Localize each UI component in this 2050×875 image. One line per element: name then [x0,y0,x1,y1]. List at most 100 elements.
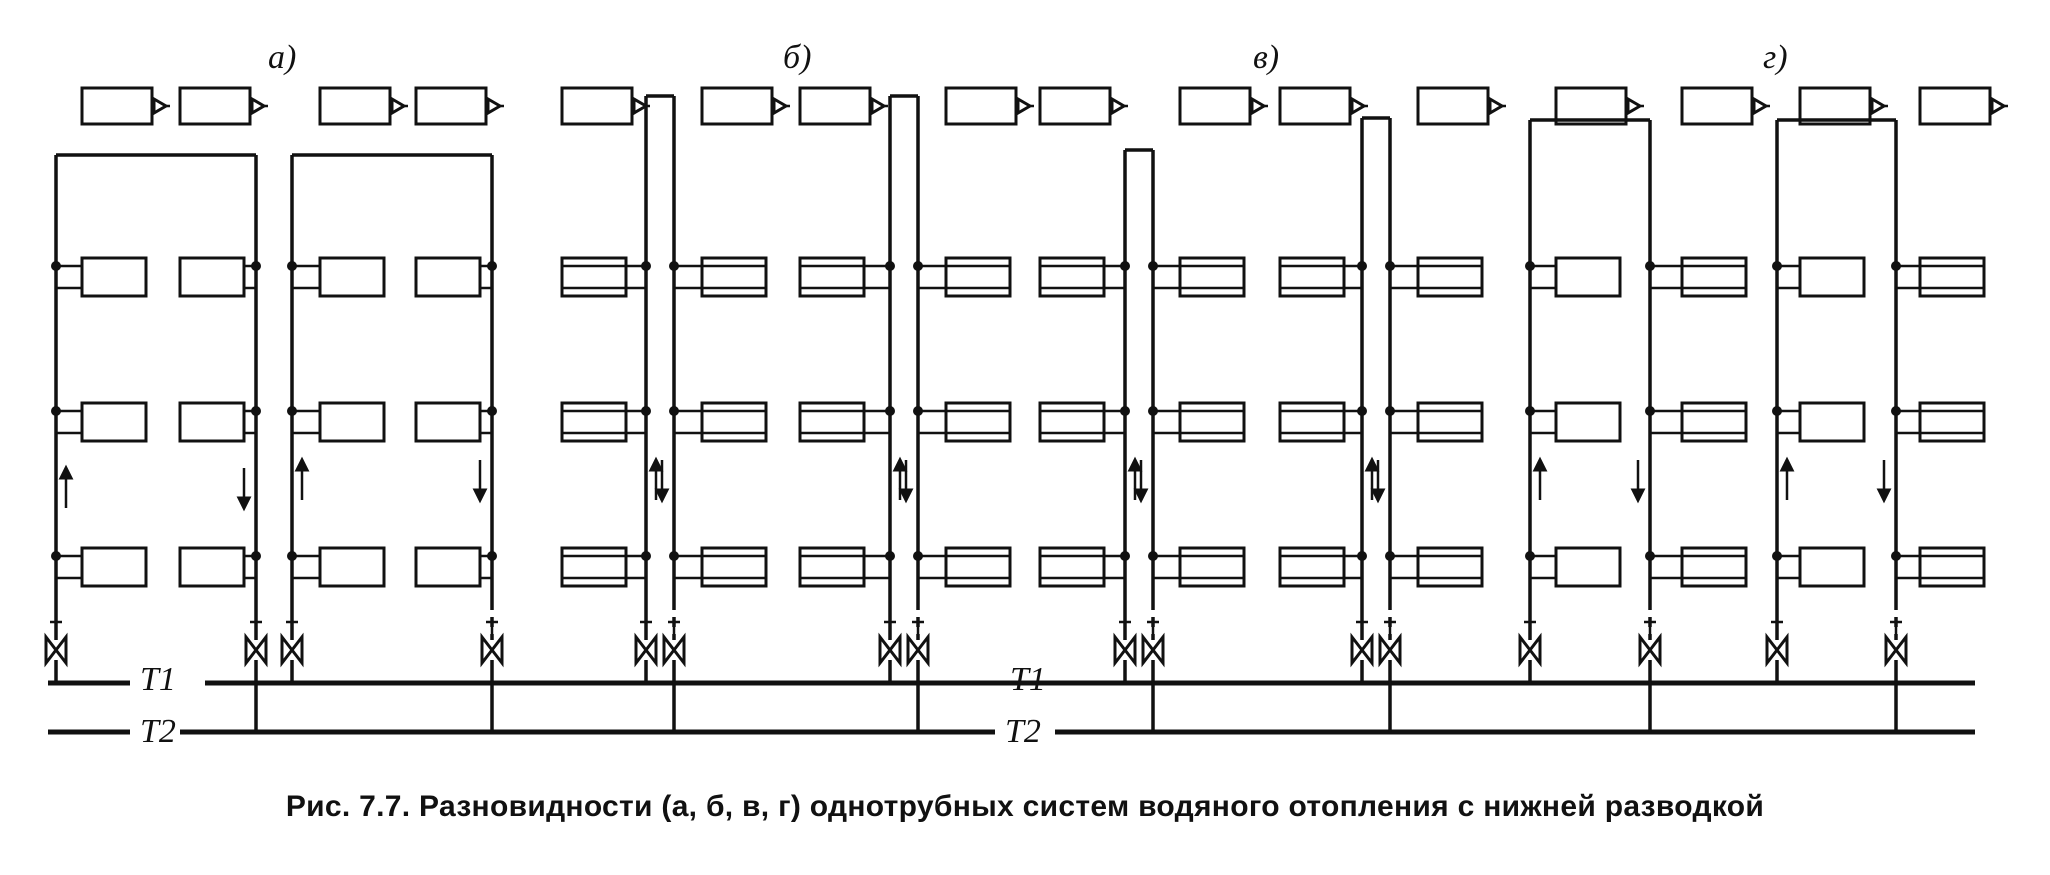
flow-arrow-up-icon [648,456,664,472]
flow-arrow-down-icon [1370,488,1386,504]
radiator [560,401,628,443]
radiator [1278,401,1346,443]
radiator [80,401,148,443]
gate-valve-icon [662,632,686,668]
valve-node [641,261,651,271]
air-vent-icon [1752,96,1769,116]
gate-valve-icon [1638,632,1662,668]
gate-valve-icon [280,632,304,668]
radiator [1416,546,1484,588]
valve-node [1120,406,1130,416]
valve-node [1891,406,1901,416]
radiator [1178,546,1246,588]
radiator [1918,546,1986,588]
radiator [700,256,768,298]
radiator [1680,256,1748,298]
radiator [318,256,386,298]
valve-node [51,261,61,271]
valve-node [1645,406,1655,416]
valve-node [913,406,923,416]
valve-node [1120,551,1130,561]
gate-valve-icon [1350,632,1374,668]
return-main-label-b: T2 [1005,713,1041,750]
radiator [700,401,768,443]
valve-node [251,261,261,271]
flow-arrow-up-icon [294,456,310,472]
radiator [1680,401,1748,443]
radiator [1554,401,1622,443]
top-radiator [798,86,872,126]
radiator [1038,401,1106,443]
valve-node [669,406,679,416]
radiator [1798,256,1866,298]
valve-node [1891,551,1901,561]
flow-arrow-down-icon [1630,488,1646,504]
radiator [1798,546,1866,588]
radiator [944,546,1012,588]
top-radiator [1278,86,1352,126]
air-vent-icon [1626,96,1643,116]
radiator [1038,546,1106,588]
valve-node [669,551,679,561]
radiator [178,401,246,443]
supply-main-label-v: T1 [1010,661,1046,698]
gate-valve-icon [44,632,68,668]
top-radiator [944,86,1018,126]
valve-node [1148,406,1158,416]
supply-main-label-a: T1 [140,661,176,698]
valve-node [1357,406,1367,416]
valve-node [885,551,895,561]
flow-arrow-up-icon [1364,456,1380,472]
flow-arrow-down-icon [654,488,670,504]
valve-node [487,261,497,271]
gate-valve-icon [1518,632,1542,668]
variant-label-v: в) [1253,39,1279,76]
valve-node [287,261,297,271]
radiator [944,401,1012,443]
flow-arrow-up-icon [58,464,74,480]
radiator [798,256,866,298]
gate-valve-icon [244,632,268,668]
top-radiator [80,86,154,126]
radiator [700,546,768,588]
valve-node [1891,261,1901,271]
top-radiator [1680,86,1754,126]
valve-node [669,261,679,271]
valve-node [1525,406,1535,416]
flow-arrow-down-icon [236,496,252,512]
radiator [798,401,866,443]
valve-node [487,406,497,416]
air-vent-icon [870,96,887,116]
radiator [178,546,246,588]
valve-node [1645,261,1655,271]
valve-node [1385,551,1395,561]
valve-node [913,551,923,561]
radiator [1038,256,1106,298]
flow-arrow-up-icon [1127,456,1143,472]
air-vent-icon [1350,96,1367,116]
valve-node [1385,261,1395,271]
radiator [414,256,482,298]
flow-arrow-down-icon [472,488,488,504]
radiator [318,546,386,588]
gate-valve-icon [480,632,504,668]
valve-node [1385,406,1395,416]
flow-arrow-up-icon [1532,456,1548,472]
valve-node [1772,406,1782,416]
radiator [1798,401,1866,443]
radiator [1680,546,1748,588]
air-vent-icon [250,96,267,116]
valve-node [287,406,297,416]
flow-arrow-down-icon [898,488,914,504]
variant-label-b: б) [783,39,811,76]
gate-valve-icon [634,632,658,668]
valve-node [913,261,923,271]
valve-node [1357,551,1367,561]
top-radiator [700,86,774,126]
valve-node [885,406,895,416]
radiator [944,256,1012,298]
air-vent-icon [632,96,649,116]
radiator [80,256,148,298]
radiator [1178,256,1246,298]
heating-systems-diagram: а) б) в) г) T1 T1 T2 T2 [44,39,2008,750]
